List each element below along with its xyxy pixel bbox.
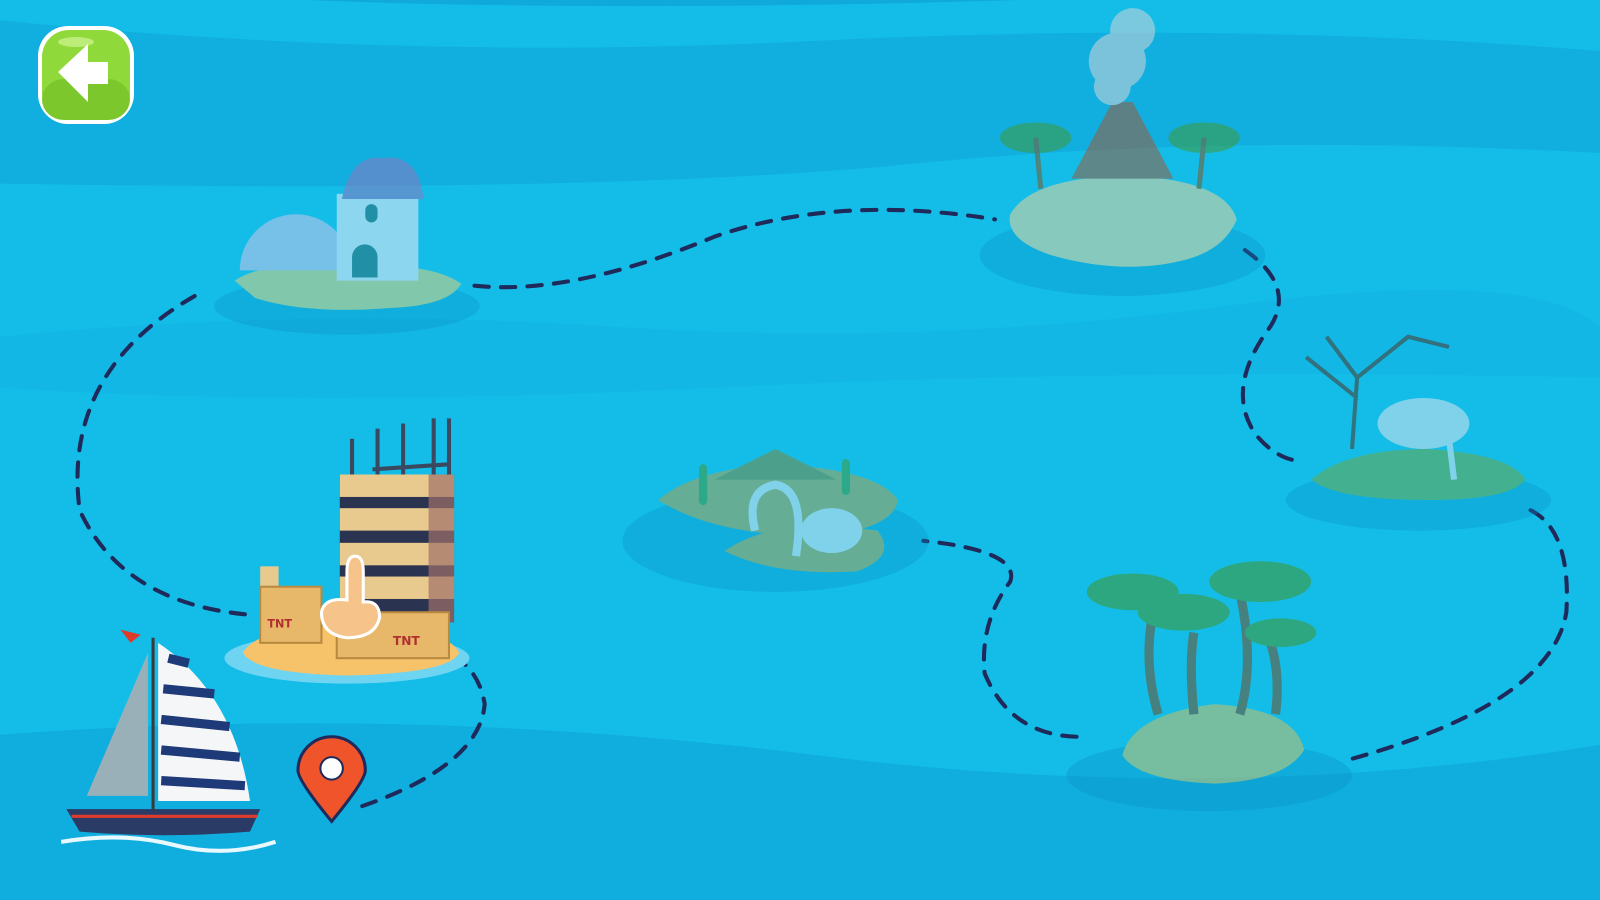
ocean-band xyxy=(306,0,1021,7)
level-castle-island[interactable] xyxy=(214,157,480,335)
arrow-left-icon xyxy=(38,26,134,124)
level-desert-fossil-island[interactable] xyxy=(622,448,929,592)
tnt-label: TNT xyxy=(267,618,292,631)
level-skull-island[interactable] xyxy=(1285,334,1552,531)
ocean-band xyxy=(0,289,1600,398)
ocean-band xyxy=(0,723,1600,900)
route-path xyxy=(75,207,1569,809)
sailboat-icon xyxy=(60,629,277,853)
pointing-hand-icon xyxy=(319,554,382,640)
level-palm-island[interactable] xyxy=(1066,561,1353,812)
back-button[interactable] xyxy=(36,24,136,126)
location-pin-icon xyxy=(296,735,367,824)
level-demolition-island[interactable] xyxy=(224,418,470,684)
level-volcano-island[interactable] xyxy=(979,8,1266,296)
tnt-label: TNT xyxy=(393,634,421,648)
